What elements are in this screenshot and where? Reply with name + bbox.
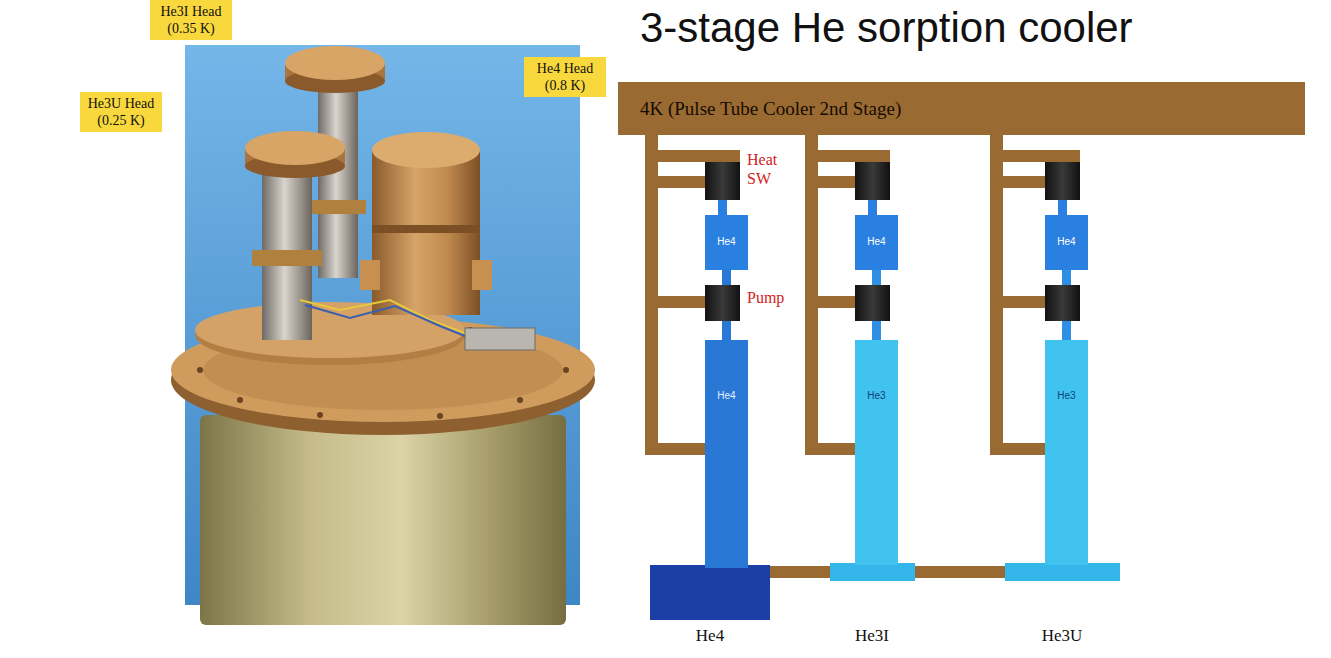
drawing-part [563,367,569,373]
drawing-part [1058,200,1067,215]
drawing-part [805,150,890,162]
drawing-part [237,397,243,403]
node-text: He4 [705,390,748,402]
he4-pot: He4 [855,215,898,270]
drawing-part [285,46,385,80]
diagram-title: 3-stage He sorption cooler [640,4,1133,52]
drawing-part [705,285,740,321]
node-text: He4 [705,236,748,248]
drawing-part [197,367,203,373]
drawing-part [317,412,323,418]
drawing-part [990,150,1080,162]
drawing-part [650,565,770,620]
head-label: He3I Head (0.35 K) [150,0,232,40]
drawing-part [770,566,830,578]
drawing-part [318,78,358,278]
drawing-part [705,162,740,200]
stage-name: He3U [1022,626,1102,646]
node-text: He3U Head (0.25 K) [84,95,158,129]
node-text: He4 [1045,236,1088,248]
head-label: He3U Head (0.25 K) [80,92,162,132]
drawing-part [805,296,855,308]
drawing-part [1005,563,1120,581]
he3-tube: He3 [855,340,898,565]
node-text: He3I Head (0.35 K) [154,3,228,37]
drawing-part [300,300,470,335]
he3-tube: He3 [1045,340,1088,565]
he4-pot: He4 [705,215,748,270]
pump-symbol [705,285,1080,321]
node-text: 4K (Pulse Tube Cooler 2nd Stage) [640,98,901,120]
drawing-part [718,200,727,215]
drawing-part [645,296,705,308]
drawing-part [805,443,855,455]
part-name: Heat SW [747,150,795,188]
drawing-part [360,260,380,290]
node-text: He3 [1045,390,1088,402]
drawing-part [855,285,890,321]
stage-name: He4 [670,626,750,646]
drawing-part [200,415,566,625]
drawing-part [915,566,1005,578]
stage-name: He3I [832,626,912,646]
heat-switch-symbol [705,162,1080,215]
drawing-part [245,131,345,165]
drawing-part [805,176,855,188]
drawing-part [517,397,523,403]
node-text: He4 Head (0.8 K) [528,60,602,94]
part-name: Pump [747,288,807,307]
node-text: He3 [855,390,898,402]
drawing-part [372,132,480,168]
photo [171,45,595,625]
cold-stage-band: 4K (Pulse Tube Cooler 2nd Stage) [618,82,1305,135]
he4-tube: He4 [705,340,748,568]
drawing-part [990,296,1045,308]
helium-bath [650,563,1120,620]
head-label: He4 Head (0.8 K) [524,57,606,97]
drawing-part [645,176,705,188]
he4-pot: He4 [1045,215,1088,270]
drawing-part [252,250,322,266]
drawing-part [830,563,915,581]
drawing-part [645,443,705,455]
drawing-part [472,260,492,290]
drawing-part [437,413,443,419]
drawing-part [372,225,480,233]
node-text: He4 [855,236,898,248]
drawing-part [855,162,890,200]
drawing-part [1045,162,1080,200]
drawing-part [305,305,475,340]
drawing-part [990,443,1045,455]
drawing-part [465,328,535,350]
drawing-part [310,200,366,214]
drawing-part [868,200,877,215]
drawing-part [1045,285,1080,321]
drawing-part [372,150,480,315]
brown-frame [645,135,1080,578]
drawing-part [990,176,1045,188]
drawing-part [645,150,740,162]
